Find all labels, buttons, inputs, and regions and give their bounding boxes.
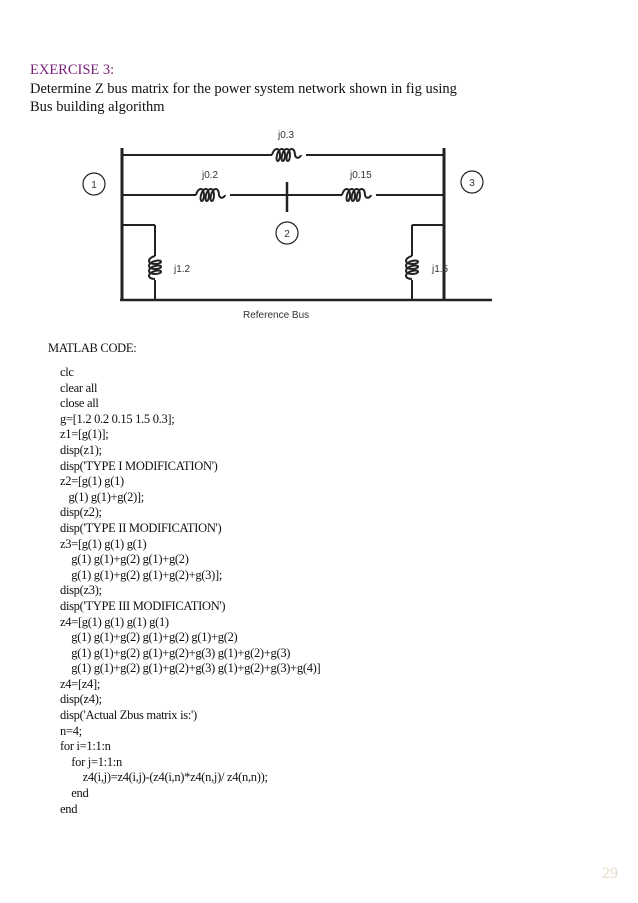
exercise-heading: EXERCISE 3:: [30, 62, 115, 78]
matlab-code-block: clc clear all close all g=[1.2 0.2 0.15 …: [60, 365, 321, 817]
code-line: clc: [60, 365, 74, 379]
page-number: 29: [602, 865, 618, 882]
code-line: g(1) g(1)+g(2) g(1)+g(2) g(1)+g(2): [60, 630, 238, 645]
code-line: disp('TYPE I MODIFICATION'): [60, 458, 218, 473]
code-line: disp(z4);: [60, 692, 102, 707]
code-line: disp(z2);: [60, 505, 102, 520]
code-line: g(1) g(1)+g(2) g(1)+g(2)+g(3) g(1)+g(2)+…: [60, 645, 291, 660]
code-line: n=4;: [60, 723, 82, 738]
code-line: for i=1:1:n: [60, 739, 111, 754]
code-line: g(1) g(1)+g(2)];: [60, 489, 144, 504]
code-line: g(1) g(1)+g(2) g(1)+g(2)+g(3) g(1)+g(2)+…: [60, 661, 321, 676]
inductor-j1-2: [148, 255, 162, 280]
impedance-label-j1-2: j1.2: [173, 264, 191, 275]
code-title: MATLAB CODE:: [48, 341, 137, 355]
code-line: z4(i,j)=z4(i,j)-(z4(i,n)*z4(n,j)/ z4(n,n…: [60, 770, 268, 785]
code-line: end: [60, 801, 78, 816]
code-line: g(1) g(1)+g(2) g(1)+g(2): [60, 552, 189, 567]
code-line: g(1) g(1)+g(2) g(1)+g(2)+g(3)];: [60, 567, 222, 582]
code-line: end: [60, 786, 89, 801]
impedance-label-j0-3: j0.3: [277, 130, 295, 141]
intro-line: Determine Z bus matrix for the power sys…: [30, 81, 457, 97]
power-network-diagram: 1 2 3 j0.3 j0.2 j0.15 j1.2 j1.5 Referenc…: [82, 130, 492, 321]
code-line: z4=[z4];: [60, 676, 101, 691]
code-line: z2=[g(1) g(1): [60, 474, 124, 489]
code-line: for j=1:1:n: [60, 754, 122, 769]
code-line: disp('TYPE II MODIFICATION'): [60, 520, 222, 535]
inductor-j0-2: [195, 188, 226, 202]
code-line: g=[1.2 0.2 0.15 1.5 0.3];: [60, 411, 175, 426]
intro-line: Bus building algorithm: [30, 99, 165, 115]
bus-1-circle: [82, 172, 106, 196]
impedance-label-j0-15: j0.15: [349, 170, 372, 181]
bus-3-circle: [460, 170, 484, 194]
code-line: disp(z3);: [60, 583, 102, 598]
bus-2-label: 2: [284, 229, 290, 240]
code-line: disp('TYPE III MODIFICATION'): [60, 598, 226, 613]
inductor-j1-5: [405, 255, 419, 280]
code-line: z4=[g(1) g(1) g(1) g(1): [60, 614, 169, 629]
code-line: z1=[g(1)];: [60, 427, 109, 442]
code-line: disp('Actual Zbus matrix is:'): [60, 708, 197, 723]
bus-1-label: 1: [91, 180, 97, 191]
code-line: clear all: [60, 380, 98, 395]
reference-bus-label: Reference Bus: [243, 310, 309, 321]
code-line: close all: [60, 396, 99, 411]
code-line: z3=[g(1) g(1) g(1): [60, 536, 147, 551]
code-line: disp(z1);: [60, 442, 102, 457]
exercise-intro: Determine Z bus matrix for the power sys…: [30, 80, 620, 116]
bus-3-label: 3: [469, 178, 475, 189]
bus-2-circle: [275, 221, 299, 245]
inductor-j0-3: [271, 148, 302, 162]
impedance-label-j1-5: j1.5: [431, 264, 449, 275]
inductor-j0-15: [341, 188, 372, 202]
impedance-label-j0-2: j0.2: [201, 170, 219, 181]
